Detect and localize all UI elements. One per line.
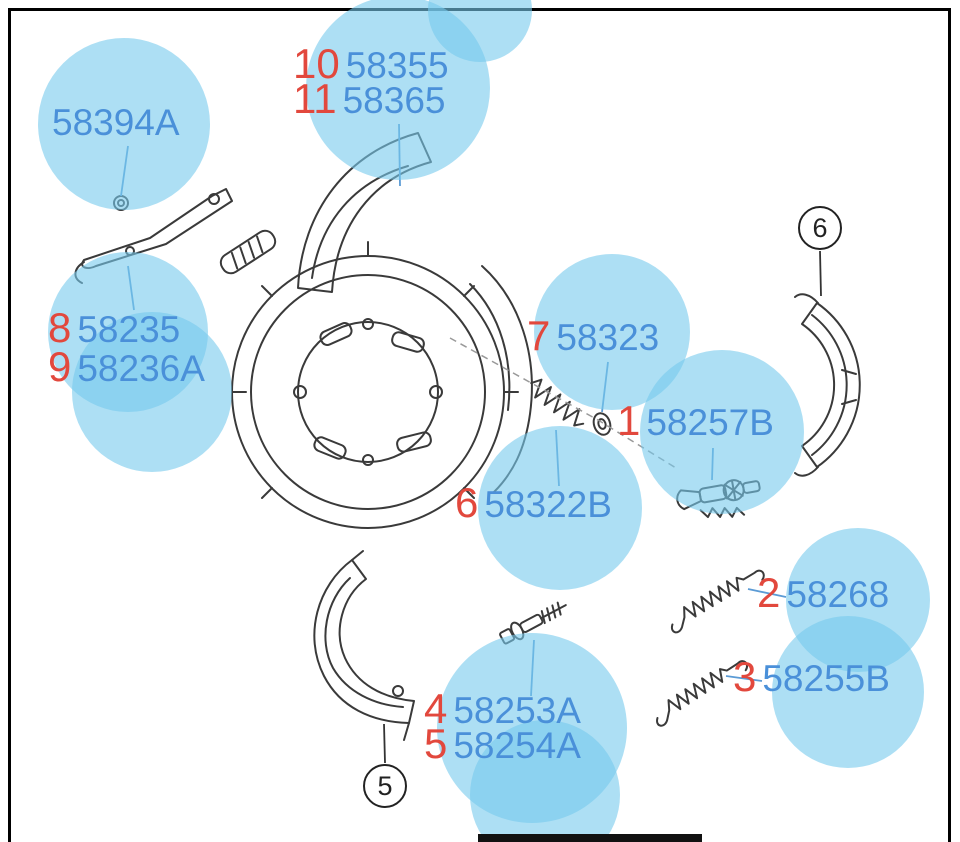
highlight-blob [478,426,642,590]
ref-number: 5 [377,770,393,801]
index-number: 1 [617,397,641,444]
callout-58254A[interactable]: 5 58254A [424,723,581,765]
part-number: 58253A [453,690,581,731]
ref-circle-5: 5 [363,764,407,808]
index-number: 6 [455,479,479,526]
index-number: 9 [48,343,72,390]
index-number: 8 [48,304,72,351]
index-number: 4 [424,685,448,732]
callout-58365[interactable]: 11 58365 [293,78,446,120]
highlight-blob [38,38,210,210]
part-number: 58255B [762,658,890,699]
part-number: 58268 [786,574,890,615]
callout-58255B[interactable]: 3 58255B [733,656,890,698]
part-number: 58236A [77,348,205,389]
highlight-blob [470,720,620,842]
index-number: 10 [293,40,340,87]
highlight-blob [640,350,804,514]
index-number: 3 [733,653,757,700]
callout-58394A[interactable]: 58394A [52,104,180,141]
highlight-blob [72,312,232,472]
part-number: 58323 [556,317,660,358]
callout-58268[interactable]: 2 58268 [757,572,889,614]
ref-circle-6: 6 [798,206,842,250]
callout-58322B[interactable]: 6 58322B [455,482,612,524]
callout-58355[interactable]: 10 58355 [293,43,449,85]
index-number: 5 [424,720,448,767]
callout-58236A[interactable]: 9 58236A [48,346,205,388]
highlight-blob [772,616,924,768]
index-number: 11 [293,75,337,122]
part-number: 58254A [453,725,581,766]
part-number: 58365 [342,80,446,121]
bottom-bar [478,834,702,842]
ref-leader-lines [383,250,822,764]
ref-number: 6 [812,212,828,243]
index-number: 2 [757,569,781,616]
part-number: 58394A [52,102,180,143]
part-number: 58322B [484,484,612,525]
callout-58323[interactable]: 7 58323 [527,315,659,357]
part-number: 58235 [77,309,181,350]
callout-58235[interactable]: 8 58235 [48,307,180,349]
part-number: 58355 [345,45,449,86]
index-number: 7 [527,312,551,359]
callout-58253A[interactable]: 4 58253A [424,688,581,730]
callout-58257B[interactable]: 1 58257B [617,400,774,442]
part-number: 58257B [646,402,774,443]
